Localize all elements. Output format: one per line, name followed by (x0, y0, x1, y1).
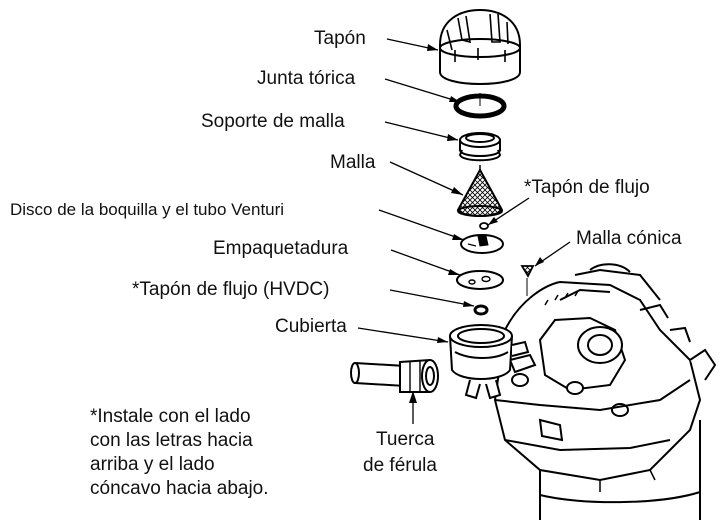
tubo-tuerca-part (350, 358, 439, 393)
label-tapon-hvdc: *Tapón de flujo (HVDC) (132, 279, 330, 300)
label-tuerca-line2: de férula (363, 455, 437, 476)
tuerca-arrowhead (409, 391, 417, 403)
malla-part (456, 165, 504, 217)
note-line-2: con las letras hacia (90, 430, 253, 451)
cubierta-part (449, 324, 530, 400)
label-soporte-malla: Soporte de malla (201, 111, 345, 132)
disco-boquilla-part (460, 234, 504, 254)
label-malla-conica: Malla cónica (576, 228, 682, 249)
empaquetadura-part (456, 270, 504, 290)
label-empaquetadura: Empaquetadura (213, 238, 349, 259)
label-malla: Malla (330, 152, 376, 173)
label-disco-boquilla: Disco de la boquilla y el tubo Venturi (10, 200, 285, 219)
malla-conica-part (520, 265, 535, 278)
label-cubierta: Cubierta (275, 316, 347, 337)
label-tapon: Tapón (314, 28, 366, 49)
installation-note: *Instale con el lado con las letras haci… (90, 405, 269, 501)
tapon-part (439, 8, 521, 86)
note-line-1: *Instale con el lado (90, 406, 251, 427)
valve-body (493, 263, 717, 520)
note-line-3: arriba y el lado (90, 454, 215, 475)
label-junta-torica: Junta tórica (257, 68, 356, 89)
tapon-hvdc-part (473, 304, 489, 316)
soporte-malla-part (458, 132, 502, 162)
label-tuerca-line1: Tuerca (376, 429, 435, 450)
label-tapon-flujo: *Tapón de flujo (524, 177, 650, 198)
note-line-4: cóncavo hacia abajo. (90, 478, 269, 499)
tapon-flujo-part (479, 222, 489, 230)
leader-arrowheads (427, 44, 544, 343)
